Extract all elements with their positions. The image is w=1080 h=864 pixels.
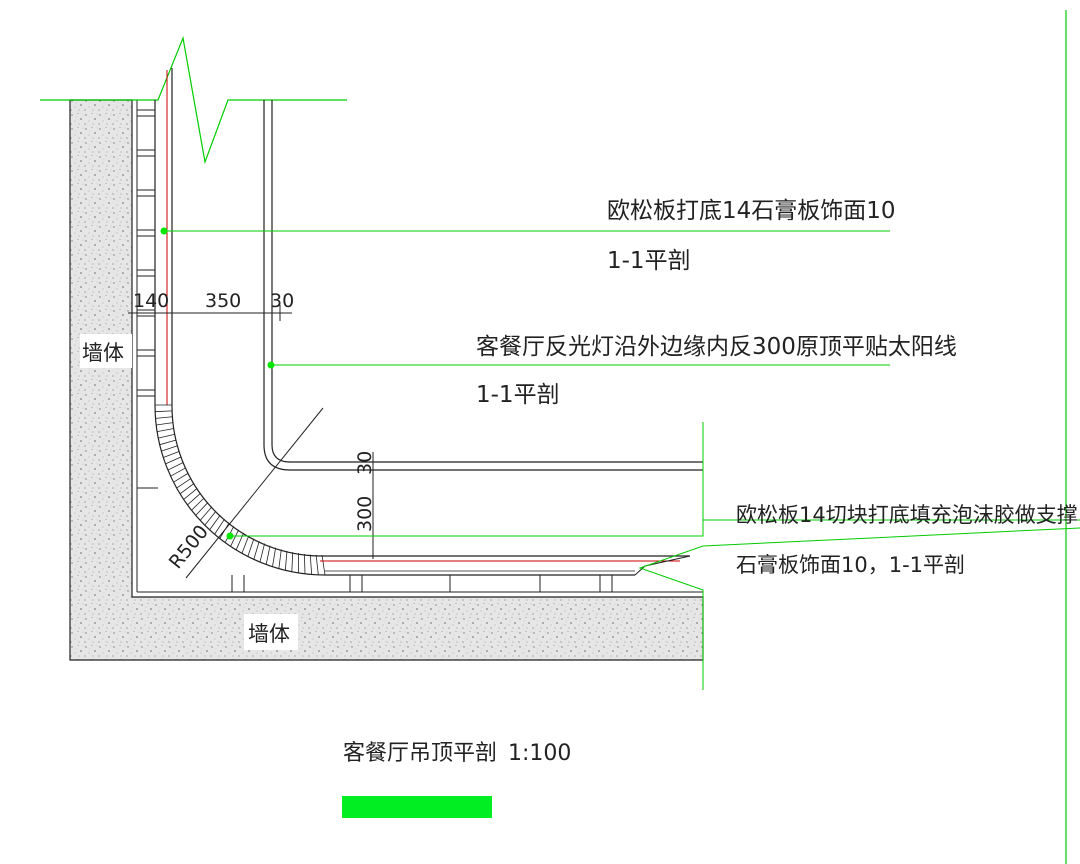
board-end-cap (634, 555, 691, 576)
note-1-line-1: 欧松板打底14石膏板饰面10 (607, 198, 896, 224)
curve-hatch-line (265, 545, 271, 565)
leader-3-tail (638, 527, 1080, 690)
curve-hatch-line (241, 535, 250, 554)
curve-hatch-line (191, 497, 205, 511)
radius-label: R500 (165, 521, 213, 573)
curve-board-hatching (155, 404, 326, 576)
curve-hatch-line (272, 547, 277, 567)
curve-hatch-line (291, 552, 294, 572)
curve-hatch-line (195, 502, 209, 516)
light-trough-inner (271, 100, 703, 463)
curve-hatch-line (159, 439, 177, 446)
dim-300-label: 300 (354, 496, 376, 532)
curve-hatch-line (155, 410, 173, 413)
dim-30-horizontal-label: 30 (270, 290, 294, 312)
curve-hatch-line (309, 554, 313, 575)
radius-leader (185, 407, 324, 579)
wall-left-label: 墙体 (82, 341, 124, 365)
leader-1-dot (160, 227, 168, 235)
light-trough-outer (263, 100, 703, 471)
curve-hatch-line (163, 450, 180, 458)
curve-hatch-line (284, 550, 288, 571)
curve-hatch-line (253, 541, 260, 560)
curve-hatch-line (235, 532, 244, 551)
curve-hatch-line (165, 456, 182, 465)
curve-hatch-line (161, 445, 178, 452)
curve-hatch-line (179, 483, 195, 495)
curve-hatch-line (167, 462, 184, 471)
leader-3-dot (226, 532, 234, 540)
curve-hatch-line (199, 506, 213, 521)
drawing-title: 客餐厅吊顶平剖 (343, 741, 497, 766)
curve-hatch-line (170, 467, 186, 477)
curve-hatch-line (321, 554, 326, 576)
note-3-line-2: 石膏板饰面10，1-1平剖 (736, 553, 965, 577)
leader-2-dot (267, 361, 275, 369)
curve-hatch-line (303, 553, 306, 574)
curve-hatch-line (157, 428, 174, 432)
curve-hatch-line (173, 472, 189, 483)
curve-hatch-line (156, 422, 174, 426)
dim-350-label: 350 (205, 290, 241, 312)
note-1-line-2: 1-1平剖 (607, 248, 691, 274)
note-3-line-1: 欧松板14切块打底填充泡沫胶做支撑 (736, 503, 1078, 527)
curve-hatch-line (183, 488, 198, 500)
curve-hatch-line (187, 492, 201, 506)
leader-3 (230, 422, 704, 537)
left-support-studs (137, 109, 158, 489)
curve-hatch-line (315, 554, 319, 575)
note-2-line-2: 1-1平剖 (476, 382, 560, 408)
break-line (40, 35, 347, 165)
note-2-line-1: 客餐厅反光灯沿外边缘内反300原顶平贴太阳线 (476, 334, 957, 360)
title-bar (342, 796, 492, 818)
drawing-scale: 1:100 (508, 741, 571, 766)
curve-hatch-line (278, 549, 282, 569)
dim-140-label: 140 (133, 290, 169, 312)
curve-hatch-line (230, 529, 240, 547)
wall-bottom-label-bg (244, 614, 298, 650)
curve-hatch-line (259, 543, 265, 563)
wall-left-label-bg (80, 334, 132, 368)
dim-30-vertical-label: 30 (354, 451, 376, 475)
wall-mass (69, 99, 704, 661)
curve-hatch-line (209, 514, 221, 531)
curve-hatch-line (158, 433, 175, 439)
curve-hatch-line (214, 518, 225, 535)
bottom-support-studs (231, 575, 613, 592)
curve-hatch-line (247, 538, 255, 557)
wall-bottom-label: 墙体 (248, 622, 290, 646)
curve-hatch-line (155, 416, 173, 419)
curve-hatch-line (176, 477, 192, 489)
curve-hatch-line (204, 510, 217, 526)
